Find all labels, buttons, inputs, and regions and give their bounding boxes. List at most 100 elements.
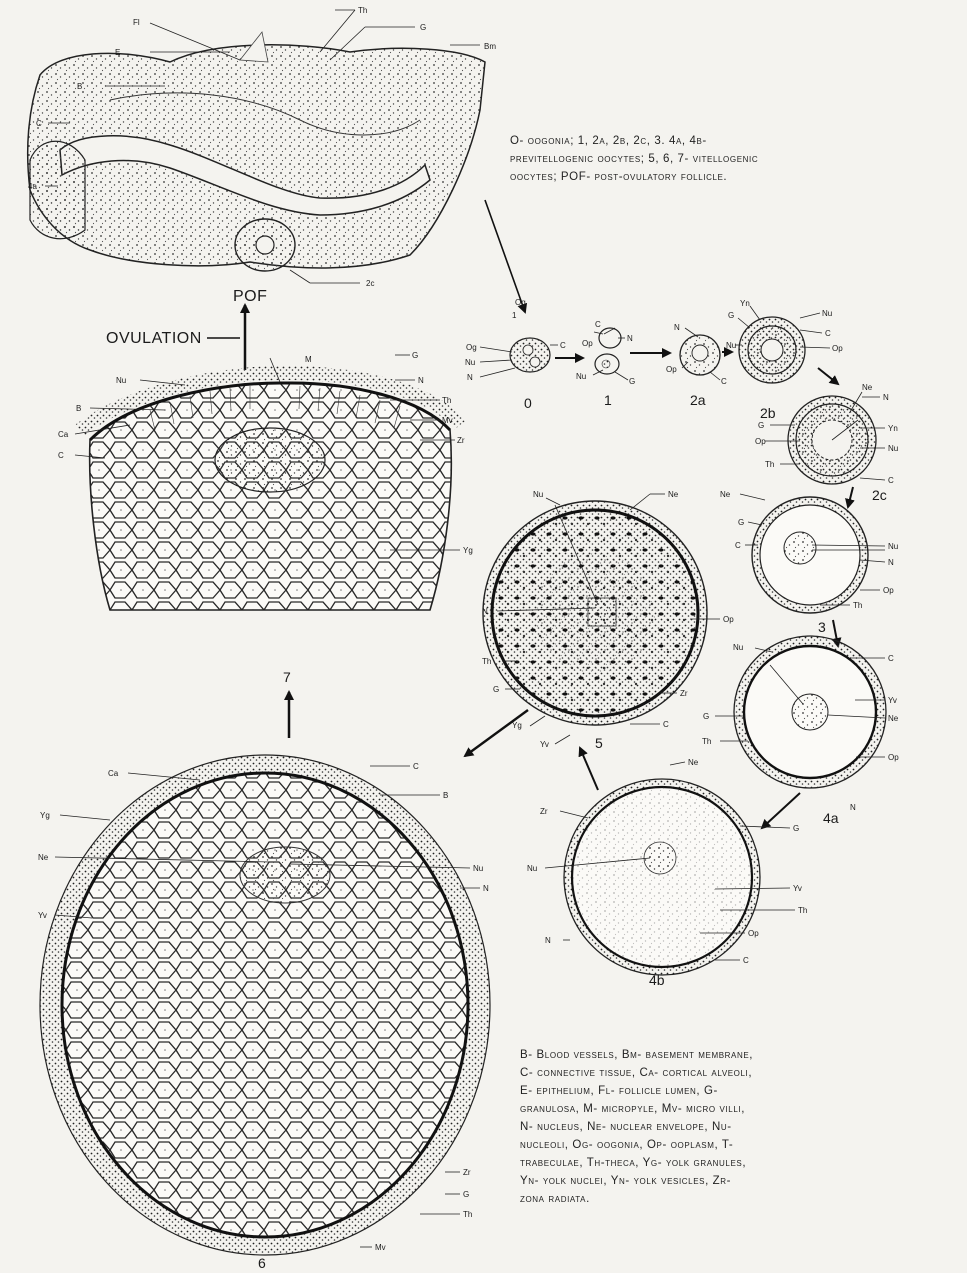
stage-1-number: 1 [604,392,612,408]
label-g-5: G [493,685,499,694]
label-nu-3: Nu [888,542,898,551]
stage-2b-number: 2b [760,405,776,421]
label-op-2c: Op [755,437,766,446]
legend-abbrev-line: zona radiata. [520,1190,960,1208]
stage-3-number: 3 [818,619,826,635]
legend-abbrev-line: granulosa, M- micropyle, Mv- micro villi… [520,1100,960,1118]
label-ne-5: Ne [668,490,679,499]
label-nu-4a: Nu [733,643,743,652]
label-op-1: Op [582,339,593,348]
stage-1-oocyte [595,328,621,374]
stage-5-number: 5 [595,735,603,751]
label-yv-4b: Yv [793,884,802,893]
stage-6-oocyte [40,755,490,1255]
label-zr-7: Zr [457,436,465,445]
label-og-number: 1 [512,311,517,320]
label-op-3: Op [883,586,894,595]
label-ne-3: Ne [720,490,731,499]
label-yg-6: Yg [40,811,50,820]
label-n-4b: N [545,936,551,945]
label-nu-4b: Nu [527,864,537,873]
label-c-6: C [413,762,419,771]
label-g-6: G [463,1190,469,1199]
arrow-og-to-0 [485,200,525,312]
label-n-1: N [627,334,633,343]
legend-abbrev-line: B- Blood vessels, Bm- basement membrane, [520,1046,960,1064]
label-c-4b: C [743,956,749,965]
label-c-2b: C [825,329,831,338]
label-nu-2a: Nu [726,341,736,350]
ovulation-arrows: OVULATION POF [106,288,267,370]
label-c-7: C [58,451,64,460]
label-fl: Fl [133,18,140,27]
label-ne-6: Ne [38,853,49,862]
label-c-4a: C [888,654,894,663]
label-g-4a: G [703,712,709,721]
arrow-2c-to-3 [848,487,853,507]
label-n-4a: N [850,803,856,812]
label-og-top: Og [515,298,526,307]
label-c: C [36,119,42,128]
legend-stages: O- oogonia; 1, 2a, 2b, 2c, 3. 4a, 4b- pr… [510,132,965,186]
stage-4a-number: 4a [823,810,839,826]
legend-abbrev-line: nucleoli, Og- oogonia, Op- ooplasm, T- [520,1136,960,1154]
label-g-3: G [738,518,744,527]
label-b-7: B [76,404,81,413]
arrow-5-to-6 [465,710,528,756]
label-yg-5: Yg [512,721,522,730]
label-yv-5: Yv [540,740,549,749]
label-c-2c: C [888,476,894,485]
label-th-5: Th [482,657,491,666]
label-op-4a: Op [888,753,899,762]
label-th-4b: Th [798,906,807,915]
legend-abbreviations: B- Blood vessels, Bm- basement membrane,… [520,1046,960,1208]
label-yn-2b: Yn [740,299,750,308]
label-op-5: Op [723,615,734,624]
legend-abbrev-line: C- connective tissue, Ca- cortical alveo… [520,1064,960,1082]
label-2c-pof: 2c [366,279,374,288]
ovulation-label: OVULATION [106,330,202,347]
label-th-4a: Th [702,737,711,746]
label-g-4b: G [793,824,799,833]
legend-stages-line: previtellogenic oocytes; 5, 6, 7- vitell… [510,150,965,168]
label-op-4b: Op [748,929,759,938]
label-og-0: Og [466,343,477,352]
label-g-2a: G [728,311,734,320]
label-b-6: B [443,791,448,800]
label-th-2c: Th [765,460,774,469]
legend-abbrev-line: N- nucleus, Ne- nuclear envelope, Nu- [520,1118,960,1136]
label-nu-2c: Nu [888,444,898,453]
legend-abbrev-line: E- epithelium, Fl- follicle lumen, G- [520,1082,960,1100]
stage-7-number: 7 [283,669,291,685]
stage-3-oocyte [752,497,868,613]
label-ca-7: Ca [58,430,69,439]
label-mv-6: Mv [375,1243,386,1252]
stage-6-number: 6 [258,1255,266,1271]
stage-5-oocyte [483,501,707,725]
label-bm: Bm [484,42,496,51]
arrow-4a-to-4b [762,793,800,828]
label-g-7: G [412,351,418,360]
label-n-5: N [482,607,488,616]
label-op-2b: Op [832,344,843,353]
label-n-2c: N [883,393,889,402]
label-ne-4b: Ne [688,758,699,767]
label-op-2a: Op [666,365,677,374]
label-g-1: G [629,377,635,386]
label-n-7: N [418,376,424,385]
label-th-3: Th [853,601,862,610]
label-g: G [420,23,426,32]
label-c-1: C [595,320,601,329]
stage-0-number: 0 [524,395,532,411]
label-nu-6: Nu [473,864,483,873]
label-c-2a: C [721,377,727,386]
label-mv-7: Mv [442,416,453,425]
label-nu-5: Nu [533,490,543,499]
legend-abbrev-line: Yn- yolk nuclei, Yn- yolk vesicles, Zr- [520,1172,960,1190]
label-yg-7: Yg [463,546,473,555]
label-th-7: Th [442,396,451,405]
label-ne-2c: Ne [862,383,873,392]
label-nu-0: Nu [465,358,475,367]
label-c-3: C [735,541,741,550]
legend-stages-line: oocytes; POF- post-ovulatory follicle. [510,168,965,186]
